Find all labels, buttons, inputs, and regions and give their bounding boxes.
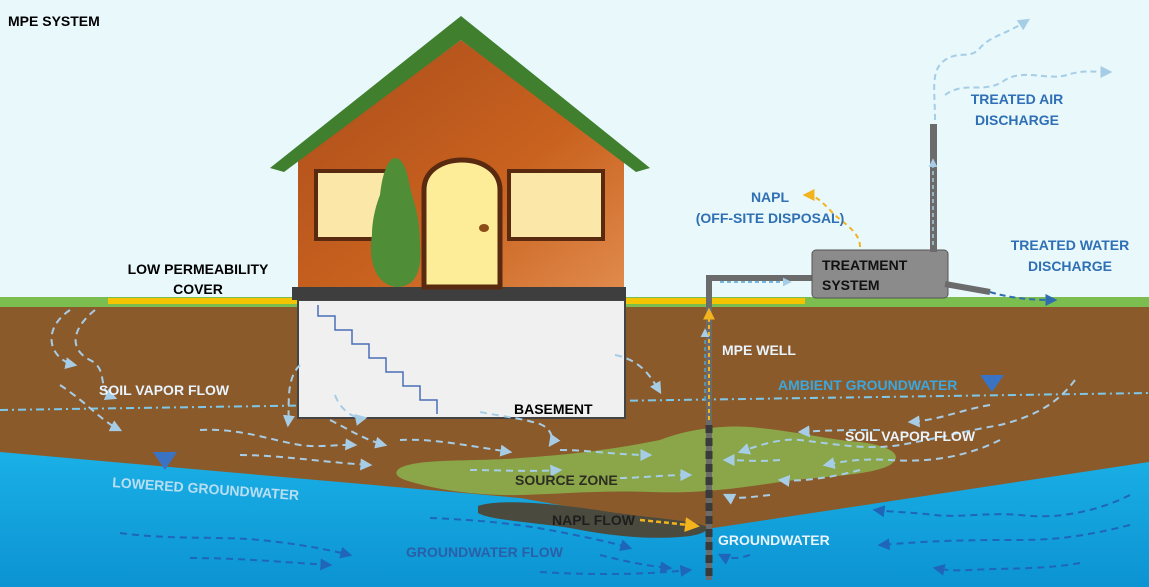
ambient-water-table-icon <box>980 375 1004 392</box>
low-permeability-cover-right <box>625 298 805 304</box>
treatment-system-label-line1: TREATMENT <box>822 257 908 273</box>
low-permeability-cover-left <box>108 298 298 304</box>
diagram-title: MPE SYSTEM <box>8 13 100 29</box>
source-zone-label: SOURCE ZONE <box>515 472 618 488</box>
treatment-system-label-line2: SYSTEM <box>822 277 880 293</box>
basement <box>297 299 626 419</box>
house-door <box>421 157 503 290</box>
ambient-groundwater-label: AMBIENT GROUNDWATER <box>778 377 957 393</box>
treated-water-arrow <box>989 291 1058 306</box>
shrub <box>370 158 421 287</box>
napl-disposal-label-line1: NAPL <box>751 189 790 205</box>
treatment-system-unit <box>811 249 949 299</box>
water-discharge-pipe <box>944 281 991 295</box>
treated-air-label-line2: DISCHARGE <box>975 112 1059 128</box>
treated-air-arrow-2 <box>944 65 1113 96</box>
treated-water-label-line2: DISCHARGE <box>1028 258 1112 274</box>
soil-vapor-arrows <box>50 309 1076 505</box>
soil-vapor-flow-left-label: SOIL VAPOR FLOW <box>99 382 230 398</box>
treated-air-arrow-1 <box>933 18 1031 121</box>
mpe-well-label: MPE WELL <box>722 342 796 358</box>
low-permeability-label-line1: LOW PERMEABILITY <box>128 261 269 277</box>
soil-vapor-flow-right-label: SOIL VAPOR FLOW <box>845 428 976 444</box>
door-knob <box>479 224 489 232</box>
napl-flow-arrow <box>639 517 700 533</box>
house-window-right <box>507 169 605 241</box>
napl-flow-label: NAPL FLOW <box>552 512 636 528</box>
groundwater-flow-label: GROUNDWATER FLOW <box>406 544 564 560</box>
low-permeability-label-line2: COVER <box>173 281 223 297</box>
treated-air-label-line1: TREATED AIR <box>971 91 1064 107</box>
house-slab <box>292 287 626 300</box>
napl-pool <box>478 502 708 538</box>
treated-water-label-line1: TREATED WATER <box>1011 237 1129 253</box>
basement-label: BASEMENT <box>514 401 593 417</box>
napl-disposal-label-line2: (OFF-SITE DISPOSAL) <box>696 210 845 226</box>
groundwater-label: GROUNDWATER <box>718 532 830 548</box>
ambient-groundwater-line <box>0 392 1149 411</box>
napl-disposal-arrow <box>802 189 861 248</box>
basement-stairs <box>317 305 438 414</box>
groundwater-flow-arrows <box>119 494 1131 577</box>
lowered-water-table-icon <box>153 452 177 470</box>
